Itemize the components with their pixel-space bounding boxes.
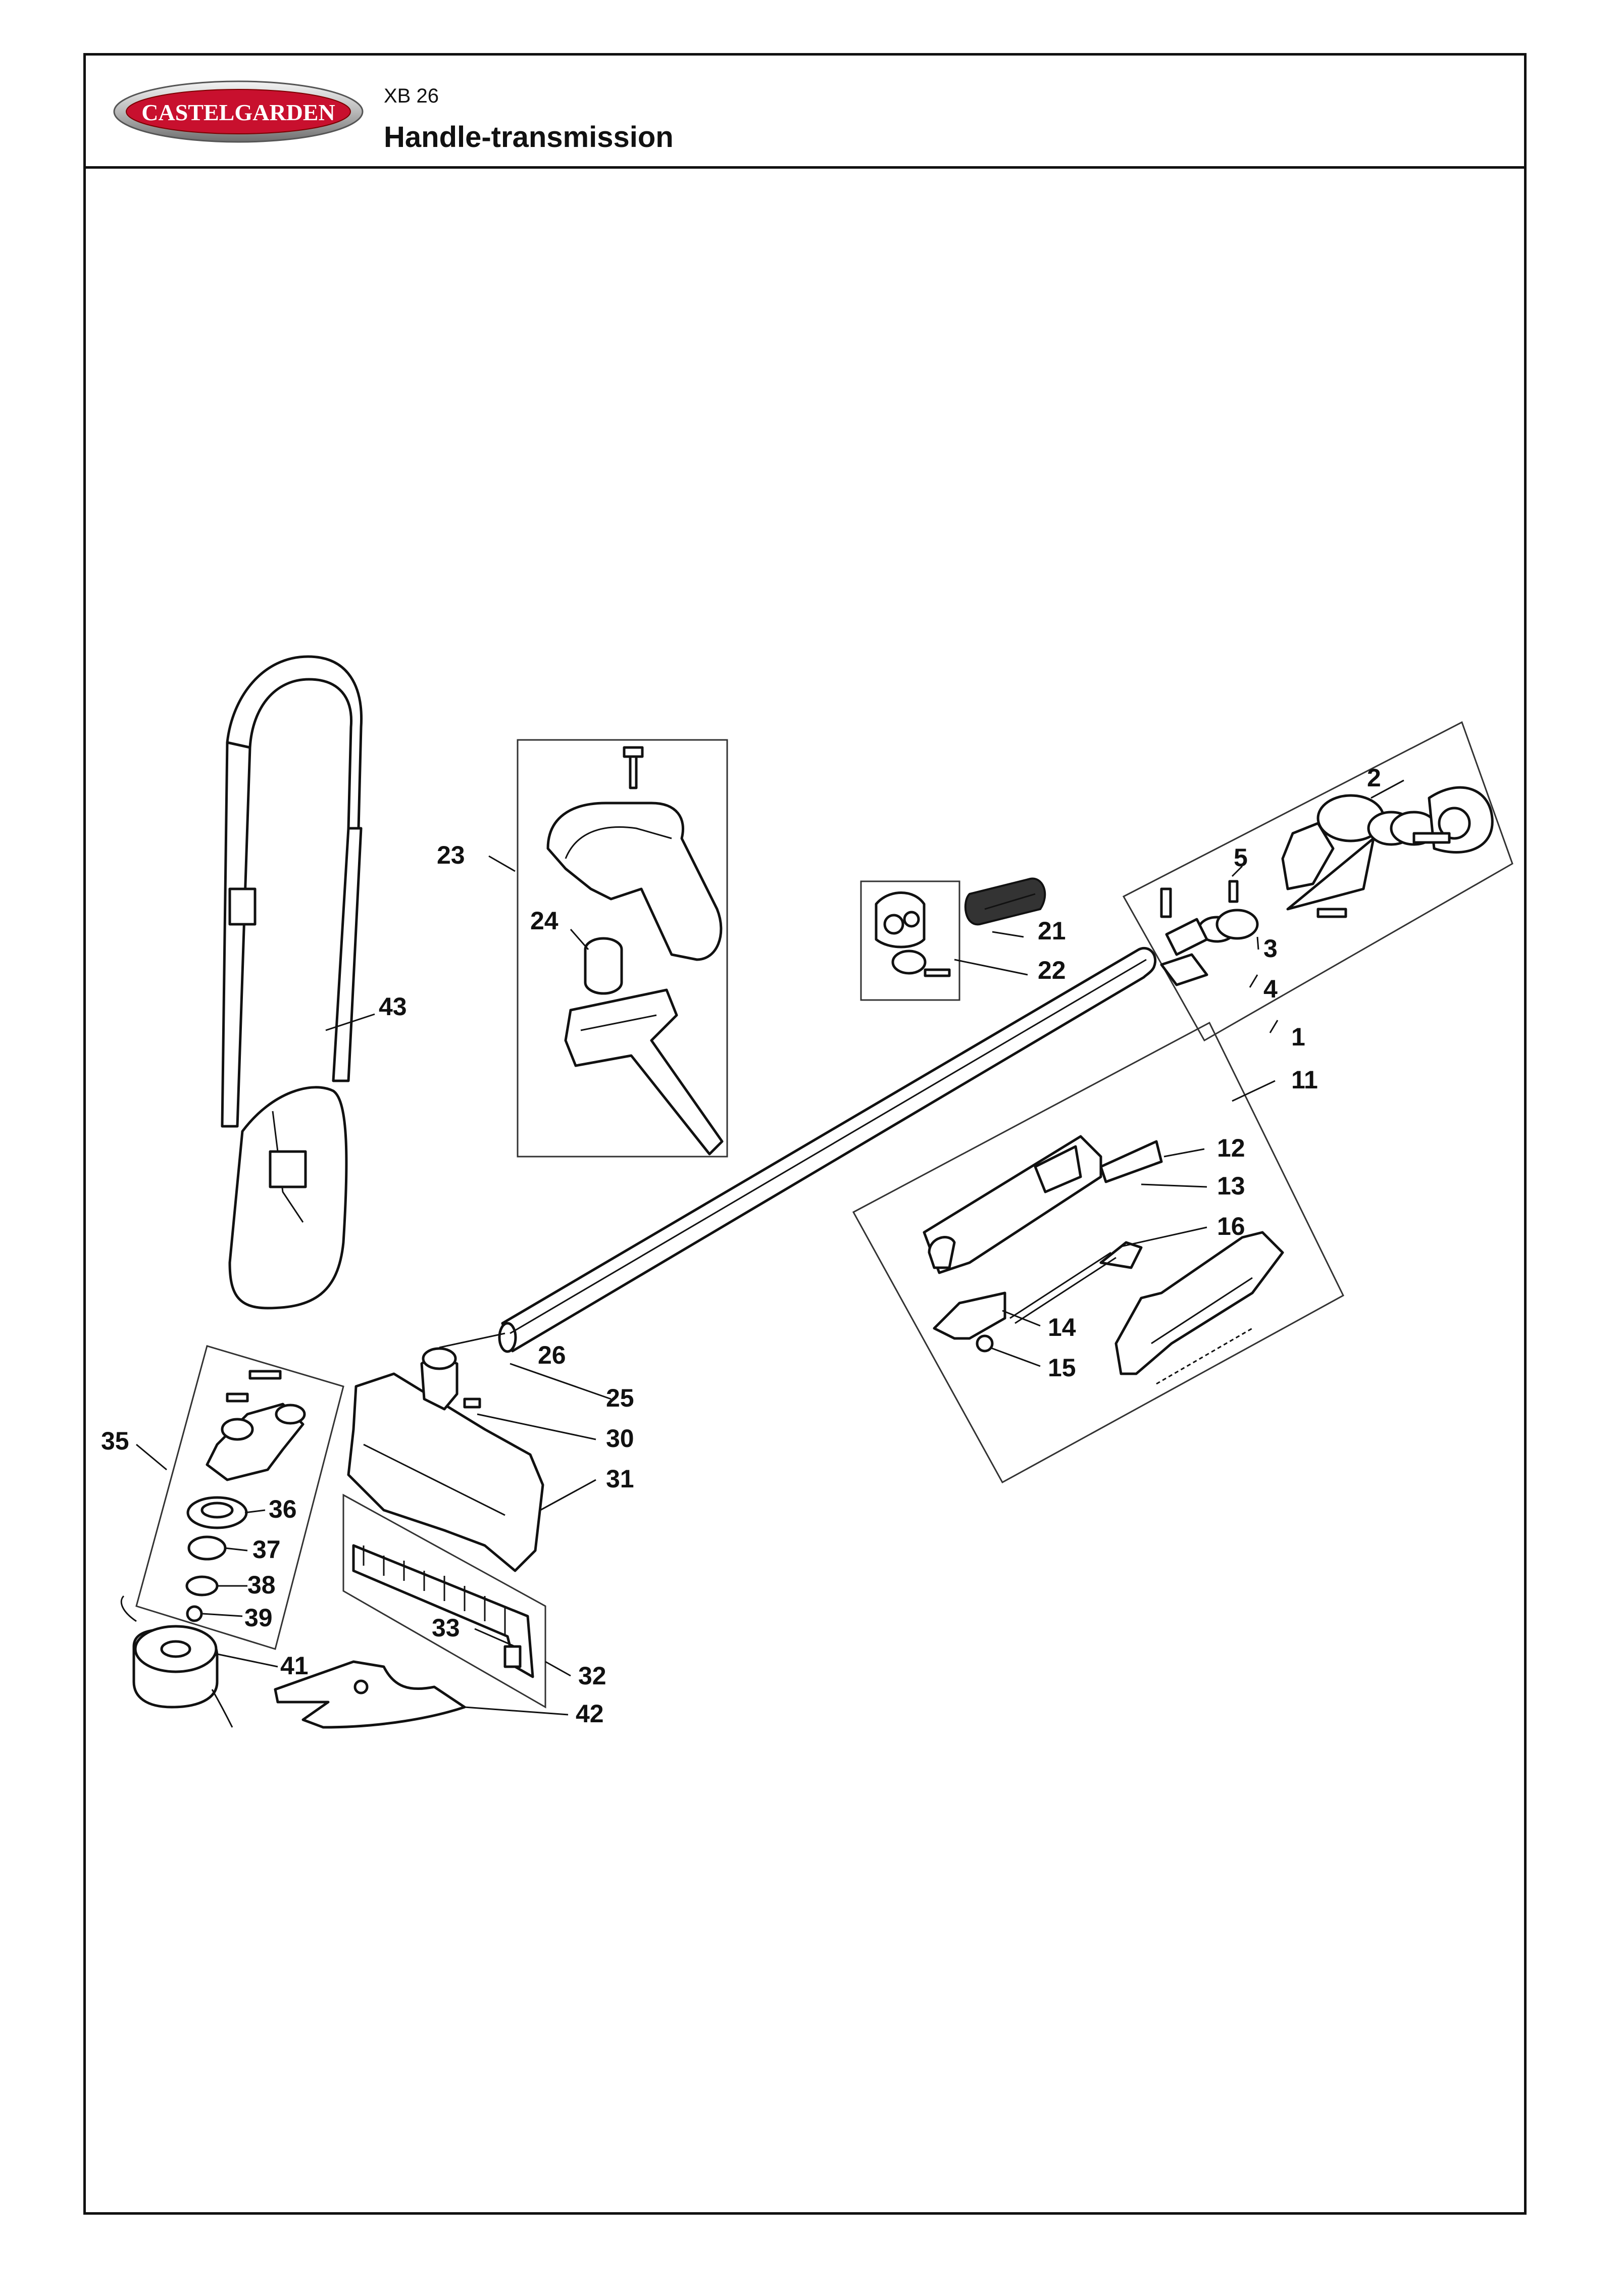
callout-numbers: 2 5 3 4 1 11 12 13 16 14 15 21 22 23 24 … — [101, 764, 1381, 1728]
callout-16: 16 — [1217, 1212, 1245, 1240]
castelgarden-logo: CASTELGARDEN — [113, 80, 364, 143]
drive-tube-illustration — [439, 947, 1157, 1353]
callout-39: 39 — [244, 1604, 273, 1632]
callout-43: 43 — [379, 992, 407, 1021]
callout-26: 26 — [538, 1341, 566, 1369]
callout-14: 14 — [1048, 1313, 1076, 1341]
page-title: Handle-transmission — [384, 121, 674, 154]
callout-42: 42 — [576, 1700, 604, 1728]
callout-13: 13 — [1217, 1172, 1245, 1200]
callout-31: 31 — [606, 1465, 634, 1493]
model-number: XB 26 — [384, 85, 439, 107]
callout-11: 11 — [1291, 1066, 1318, 1094]
callout-36: 36 — [269, 1495, 297, 1523]
gear-head-illustration — [120, 1345, 344, 1728]
callout-24: 24 — [530, 907, 559, 935]
callout-38: 38 — [247, 1571, 276, 1599]
callout-22: 22 — [1038, 956, 1066, 984]
callout-37: 37 — [252, 1535, 281, 1564]
logo-wordmark: CASTELGARDEN — [141, 99, 335, 125]
lower-guard-illustration — [274, 1347, 546, 1729]
callout-1: 1 — [1291, 1023, 1305, 1051]
callout-2: 2 — [1367, 764, 1381, 792]
callout-23: 23 — [437, 841, 465, 869]
callout-15: 15 — [1048, 1354, 1076, 1382]
engine-coupling-illustration — [1122, 721, 1513, 1042]
callout-33: 33 — [432, 1614, 460, 1642]
page-header: CASTELGARDEN XB 26 Handle-transmission — [86, 56, 1524, 169]
handle-assembly-illustration — [517, 739, 728, 1158]
callout-25: 25 — [606, 1384, 634, 1412]
callout-30: 30 — [606, 1424, 634, 1453]
throttle-handle-illustration — [852, 1021, 1344, 1484]
callout-35: 35 — [101, 1427, 129, 1455]
clamp-illustration — [860, 877, 1046, 1001]
callout-3: 3 — [1263, 934, 1278, 963]
callout-4: 5 — [1234, 843, 1248, 872]
callout-5: 4 — [1263, 975, 1278, 1003]
callout-leader-lines — [136, 779, 1404, 1716]
callout-21: 21 — [1038, 917, 1066, 945]
callout-41: 41 — [280, 1652, 309, 1680]
callout-12: 12 — [1217, 1134, 1245, 1162]
shoulder-strap-illustration — [221, 655, 363, 1310]
callout-32: 32 — [578, 1662, 606, 1690]
